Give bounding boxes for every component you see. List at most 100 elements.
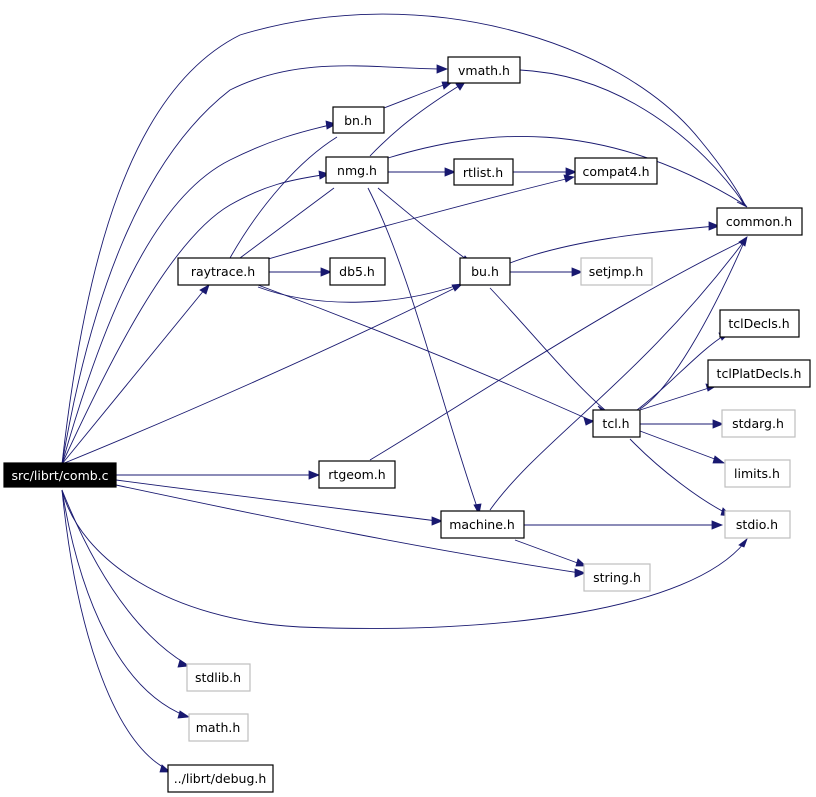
arrowhead-limits (712, 455, 726, 464)
node-label: tclDecls.h (728, 316, 789, 331)
arrowhead-common-from-bu (708, 221, 721, 231)
node-machine-h[interactable]: machine.h (440, 510, 525, 539)
edge-vmath-to-common (519, 69, 746, 206)
edge-bu-to-common (509, 225, 717, 264)
nodes: src/librt/comb.c vmath.h bn.h nmg.h rtli… (3, 56, 811, 793)
edge-nmg-to-common (387, 136, 746, 206)
node-tclPlatDecls-h[interactable]: tclPlatDecls.h (707, 359, 811, 388)
node-debug-h[interactable]: ../librt/debug.h (167, 764, 274, 793)
arrowhead-stdio-bottom (738, 537, 748, 548)
node-db5-h[interactable]: db5.h (329, 257, 386, 286)
edge-comb-to-bu (61, 287, 456, 465)
node-nmg-h[interactable]: nmg.h (325, 156, 389, 184)
node-label: bn.h (344, 113, 372, 128)
node-stdarg-h[interactable]: stdarg.h (721, 409, 796, 438)
arrowhead-bn (325, 120, 338, 130)
node-setjmp-h[interactable]: setjmp.h (580, 257, 653, 286)
edge-comb-to-vmath (61, 65, 441, 465)
edge-nmg-to-vmath (369, 83, 463, 157)
arrowhead-stdio-from-machine (711, 520, 724, 530)
node-bu-h[interactable]: bu.h (459, 257, 511, 286)
edge-machine-to-common (489, 239, 746, 511)
edge-comb-to-raytrace (61, 288, 206, 465)
node-label: stdlib.h (195, 670, 241, 685)
edge-raytrace-to-bn (229, 136, 338, 259)
arrowhead-string (574, 568, 587, 578)
node-label: raytrace.h (191, 264, 255, 279)
edge-machine-to-string (514, 539, 584, 566)
arrowhead-vmath-from-comb (436, 64, 449, 74)
edge-tcl-to-limits (639, 430, 721, 462)
node-label: src/librt/comb.c (11, 468, 108, 483)
edge-comb-to-stdio (61, 489, 746, 629)
edge-comb-to-machine (115, 479, 438, 522)
arrowhead-raytrace (199, 284, 210, 295)
node-string-h[interactable]: string.h (583, 563, 651, 592)
edge-comb-to-math (61, 489, 187, 717)
node-compat4-h[interactable]: compat4.h (574, 157, 658, 185)
node-tcl-h[interactable]: tcl.h (592, 409, 641, 438)
node-label: machine.h (449, 517, 515, 532)
arrowhead-math (177, 710, 191, 719)
edges (61, 13, 746, 771)
node-label: common.h (726, 214, 792, 229)
arrowhead-tcl-from-raytrace (583, 417, 596, 426)
node-rtgeom-h[interactable]: rtgeom.h (318, 460, 396, 489)
node-limits-h[interactable]: limits.h (724, 459, 791, 488)
edge-nmg-to-machine (367, 187, 479, 511)
arrowhead-vmath-from-bn (441, 81, 454, 90)
node-vmath-h[interactable]: vmath.h (447, 56, 521, 84)
edge-tcl-to-common (639, 239, 746, 410)
node-raytrace-h[interactable]: raytrace.h (177, 257, 270, 286)
node-rtlist-h[interactable]: rtlist.h (453, 158, 514, 186)
node-label: math.h (196, 720, 241, 735)
edge-raytrace-to-bu (257, 284, 459, 303)
arrowhead-rtgeom (308, 470, 321, 480)
arrowhead-common-bottom (738, 236, 748, 247)
edge-tcl-to-tclPlatDecls (639, 386, 713, 411)
node-stdlib-h[interactable]: stdlib.h (186, 663, 251, 692)
node-common-h[interactable]: common.h (716, 207, 803, 236)
arrowhead-nmg (318, 170, 331, 180)
edge-raytrace-to-compat4 (257, 177, 571, 263)
arrowhead-setjmp (571, 267, 584, 277)
node-label: tcl.h (602, 416, 629, 431)
arrowhead-compat4-rtlist (565, 167, 578, 177)
node-label: compat4.h (582, 164, 649, 179)
node-bn-h[interactable]: bn.h (332, 106, 385, 134)
arrowhead-machine (431, 516, 444, 526)
arrowhead-db5 (320, 267, 333, 277)
node-label: limits.h (734, 466, 780, 481)
node-label: setjmp.h (589, 264, 644, 279)
node-tclDecls-h[interactable]: tclDecls.h (719, 309, 800, 338)
edge-comb-to-stdlib (61, 489, 187, 665)
arrowhead-bu (451, 283, 464, 292)
edge-tcl-to-tclDecls (636, 334, 726, 411)
node-label: vmath.h (458, 63, 510, 78)
edge-bn-to-vmath (383, 82, 450, 109)
edge-raytrace-to-tcl (257, 284, 591, 421)
arrowhead-compat4-raytrace (563, 174, 576, 183)
edge-comb-to-bn (61, 124, 331, 465)
edge-tcl-to-stdio (629, 438, 729, 515)
node-label: stdarg.h (732, 416, 784, 431)
node-math-h[interactable]: math.h (188, 713, 249, 742)
node-label: bu.h (471, 264, 499, 279)
node-label: rtlist.h (463, 165, 503, 180)
edge-rtgeom-to-common (369, 239, 746, 461)
node-src-librt-comb-c[interactable]: src/librt/comb.c (3, 462, 117, 488)
node-label: db5.h (339, 264, 375, 279)
node-label: ../librt/debug.h (174, 771, 267, 786)
edge-bu-to-tcl (489, 287, 606, 411)
node-stdio-h[interactable]: stdio.h (724, 510, 791, 539)
edge-comb-to-common (61, 13, 746, 465)
edge-comb-to-nmg (61, 174, 323, 465)
node-label: nmg.h (337, 163, 377, 178)
edge-comb-to-debug (61, 489, 169, 771)
edge-nmg-to-bu (377, 187, 471, 263)
node-label: tclPlatDecls.h (717, 366, 802, 381)
arrowhead-stdarg (712, 419, 725, 429)
node-label: rtgeom.h (328, 467, 385, 482)
node-label: string.h (593, 570, 641, 585)
